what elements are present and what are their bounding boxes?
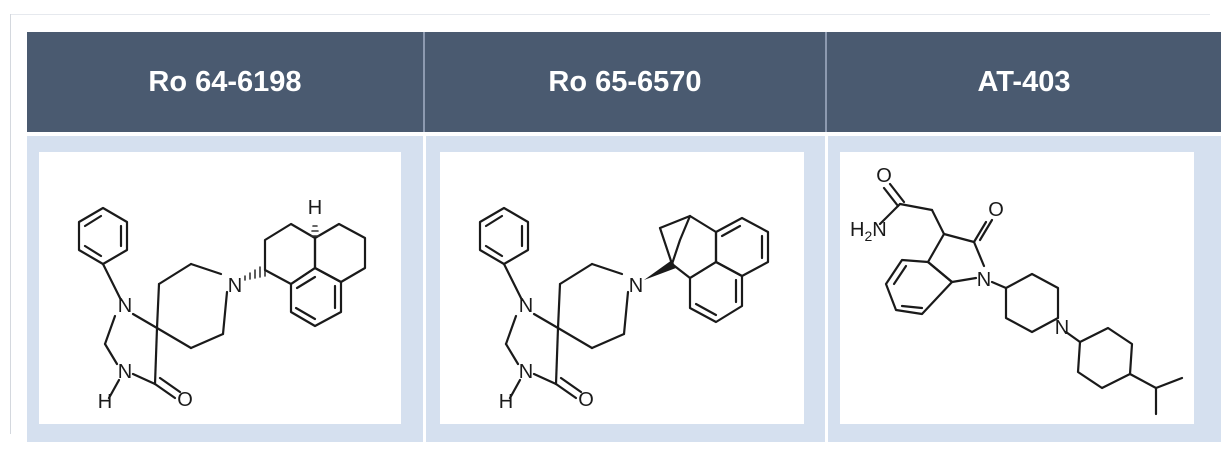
header-ro-64-6198: Ro 64-6198 xyxy=(27,32,423,132)
structure-ro-65-6570: N N H O N xyxy=(440,152,804,424)
at-403-structure-drawing: O O H2N N N xyxy=(850,165,1184,416)
at403-n: N xyxy=(872,219,886,241)
ro64-atom-o: O xyxy=(177,389,193,411)
header-at-403: AT-403 xyxy=(825,32,1221,132)
header-ro-65-6570: Ro 65-6570 xyxy=(423,32,825,132)
ro65-atom-n1: N xyxy=(519,295,533,317)
ro65-atom-n2: N xyxy=(519,361,533,383)
ro64-atom-stereo-h: H xyxy=(308,197,322,219)
ro64-atom-n1: N xyxy=(118,295,132,317)
ro64-atom-h: H xyxy=(98,391,112,413)
at403-h: H xyxy=(850,219,864,241)
at403-atom-o2: O xyxy=(988,199,1004,221)
at403-atom-n2: N xyxy=(1055,317,1069,339)
at403-atom-nh2: H2N xyxy=(850,219,887,244)
ro-65-6570-structure-drawing: N N H O N xyxy=(478,206,770,413)
at403-atom-o1: O xyxy=(876,165,892,187)
ro64-atom-n3: N xyxy=(228,275,242,297)
at403-atom-n1: N xyxy=(977,269,991,291)
structure-ro-64-6198: N N H O N H xyxy=(39,152,401,424)
frame-left-edge xyxy=(10,14,11,434)
table-header-row: Ro 64-6198 Ro 65-6570 AT-403 xyxy=(27,32,1221,132)
ro64-atom-n2: N xyxy=(118,361,132,383)
cell-at-403: O O H2N N N xyxy=(825,136,1221,442)
structure-at-403: O O H2N N N xyxy=(840,152,1194,424)
frame-top-edge xyxy=(10,14,1210,15)
ro65-atom-h: H xyxy=(499,391,513,413)
cell-ro-64-6198: N N H O N H xyxy=(27,136,423,442)
ro65-atom-n3: N xyxy=(629,275,643,297)
ro-64-6198-structure-drawing: N N H O N H xyxy=(77,197,367,413)
ro65-atom-o: O xyxy=(578,389,594,411)
table-structure-row: N N H O N H xyxy=(27,136,1221,442)
cell-ro-65-6570: N N H O N xyxy=(423,136,825,442)
at403-h-subscript: 2 xyxy=(864,228,872,244)
compound-table: Ro 64-6198 Ro 65-6570 AT-403 xyxy=(27,32,1221,442)
